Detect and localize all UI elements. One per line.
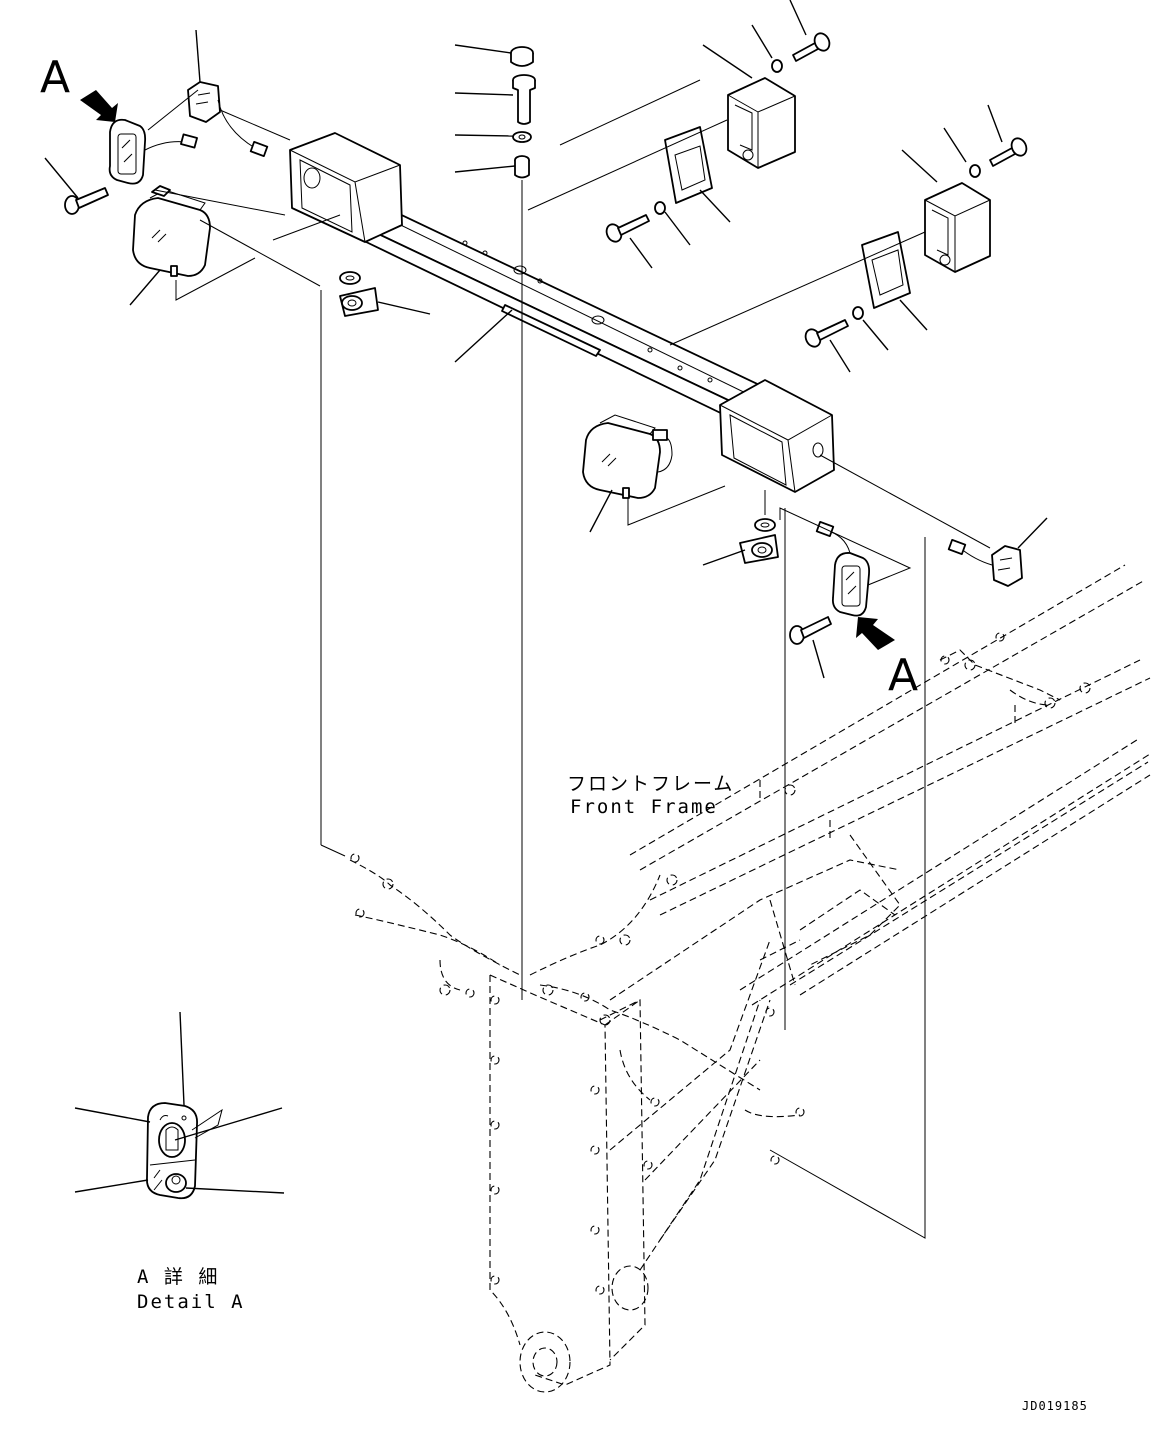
cover-gasket-lower [861,231,911,309]
nut-bracket-left [339,271,379,317]
work-lamp-right [582,414,673,499]
cover-box-upper [727,77,796,169]
arrow-icon [80,90,118,122]
washer [771,59,783,73]
view-marker-top: A [40,52,118,122]
bolt [989,137,1028,167]
washer [654,201,666,215]
detail-a-label-en: Detail A [137,1291,245,1313]
arrow-icon [856,617,895,650]
bolt [804,319,849,348]
cover-gasket-upper [664,126,713,204]
cover-box-lower [924,182,991,273]
drawing-code: JD019185 [1022,1399,1088,1413]
washer [852,306,864,320]
light-bracket-beam [289,132,835,493]
cap-plug [510,46,534,67]
work-lamp-left [132,185,211,277]
bolt [792,32,831,62]
side-marker-lamp-right [815,521,871,617]
view-marker-bottom: A [856,617,918,701]
nut-bracket-right [739,518,779,564]
detail-a-marker-lamp [146,1102,223,1200]
detail-a-label-jp: A 詳 細 [137,1266,219,1288]
connector-left [187,81,269,157]
front-frame-label-en: Front Frame [570,796,718,818]
bushing [514,155,530,179]
view-letter-a-bottom: A [888,650,918,701]
front-frame-label-jp: フロントフレーム [567,773,734,795]
view-letter-a-top: A [40,52,70,103]
bolt-right [789,616,832,645]
bolt-left [64,187,109,215]
bolt [605,214,650,243]
washer [512,131,532,143]
front-frame [349,564,1151,1393]
center-pin [512,74,536,125]
side-marker-lamp-left [108,118,198,185]
connector-right [947,539,1023,587]
washer [969,164,981,178]
